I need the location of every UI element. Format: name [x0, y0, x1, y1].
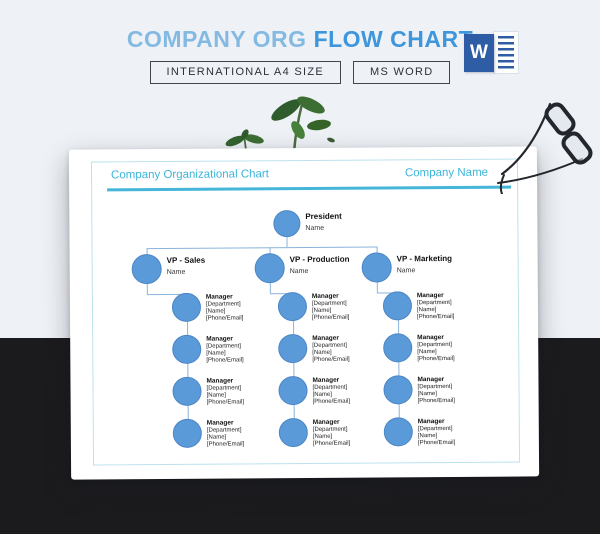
plant-image	[225, 96, 335, 152]
manager-circle	[383, 333, 413, 363]
connector-line	[286, 237, 288, 248]
manager-circle	[383, 417, 413, 447]
vp-circle	[361, 252, 392, 283]
vp-name: Name	[396, 267, 416, 275]
manager-title: Manager	[416, 292, 444, 300]
connector-line	[146, 246, 378, 250]
manager-node: Manager [Department] [Name] [Phone/Email…	[383, 333, 455, 363]
page-title-bold: FLOW CHART	[313, 26, 474, 52]
org-chart: President Name VP - Sales Name VP - Prod…	[69, 146, 539, 479]
manager-circle	[278, 375, 308, 406]
vp-circle	[131, 253, 162, 285]
manager-circle	[277, 291, 308, 322]
manager-title: Manager	[205, 293, 233, 301]
manager-node: Manager [Department] [Name] [Phone/Email…	[278, 375, 351, 406]
manager-title: Manager	[312, 418, 340, 426]
manager-contact: [Phone/Email]	[417, 397, 455, 405]
president-title: President	[305, 211, 342, 221]
manager-title: Manager	[312, 334, 339, 342]
glasses-image	[497, 102, 593, 194]
manager-node: Manager [Department] [Name] [Phone/Email…	[278, 333, 350, 364]
manager-circle	[278, 333, 308, 364]
manager-node: Manager [Department] [Name] [Phone/Email…	[172, 418, 245, 448]
vp-production-node: VP - Production Name	[254, 253, 350, 284]
badge-a4-size: INTERNATIONAL A4 SIZE	[149, 61, 341, 84]
manager-title: Manager	[206, 419, 234, 427]
connector-line	[269, 283, 271, 294]
badge-ms-word: MS WORD	[353, 61, 451, 84]
manager-title: Manager	[206, 335, 233, 343]
page-title-light: COMPANY ORG	[126, 26, 307, 52]
president-circle	[273, 210, 301, 238]
manager-node: Manager [Department] [Name] [Phone/Email…	[382, 291, 455, 321]
manager-contact: [Phone/Email]	[312, 440, 351, 447]
word-document-page	[493, 31, 519, 74]
manager-contact: [Phone/Email]	[312, 398, 351, 405]
manager-title: Manager	[417, 418, 445, 426]
manager-title: Manager	[311, 292, 339, 300]
manager-contact: [Phone/Email]	[312, 356, 350, 363]
word-w-letter: W	[464, 34, 494, 72]
manager-title: Manager	[312, 376, 340, 384]
manager-title: Manager	[206, 377, 234, 385]
manager-circle	[172, 418, 202, 448]
manager-node: Manager [Department] [Name] [Phone/Email…	[171, 292, 244, 322]
manager-contact: [Phone/Email]	[417, 313, 455, 321]
manager-circle	[172, 334, 202, 364]
ms-word-icon: W	[464, 29, 520, 76]
connector-line	[146, 284, 148, 295]
manager-contact: [Phone/Email]	[206, 399, 245, 406]
manager-contact: [Phone/Email]	[206, 315, 244, 322]
president-name: Name	[305, 224, 325, 232]
president-node: President Name	[273, 210, 342, 238]
vp-marketing-node: VP - Marketing Name	[361, 252, 453, 283]
manager-title: Manager	[417, 334, 444, 342]
manager-circle	[171, 292, 202, 322]
manager-circle	[383, 375, 413, 405]
manager-node: Manager [Department] [Name] [Phone/Email…	[172, 334, 244, 364]
vp-title: VP - Sales	[166, 255, 206, 265]
manager-contact: [Phone/Email]	[312, 314, 350, 321]
vp-name: Name	[289, 267, 309, 276]
manager-contact: [Phone/Email]	[417, 439, 456, 447]
vp-title: VP - Marketing	[396, 253, 453, 264]
manager-circle	[278, 417, 308, 448]
manager-circle	[172, 376, 202, 406]
badge-row: INTERNATIONAL A4 SIZE MS WORD	[0, 61, 600, 84]
manager-title: Manager	[417, 376, 445, 384]
vp-circle	[254, 253, 285, 284]
connector-line	[376, 282, 378, 293]
vp-title: VP - Production	[289, 254, 350, 265]
vp-sales-node: VP - Sales Name	[131, 253, 206, 285]
manager-node: Manager [Department] [Name] [Phone/Email…	[277, 291, 350, 322]
manager-circle	[382, 291, 413, 321]
manager-node: Manager [Department] [Name] [Phone/Email…	[383, 375, 455, 405]
manager-contact: [Phone/Email]	[206, 441, 245, 448]
manager-node: Manager [Department] [Name] [Phone/Email…	[172, 376, 244, 406]
manager-contact: [Phone/Email]	[206, 357, 244, 364]
manager-node: Manager [Department] [Name] [Phone/Email…	[278, 417, 351, 448]
manager-contact: [Phone/Email]	[417, 355, 455, 363]
manager-node: Manager [Department] [Name] [Phone/Email…	[383, 417, 456, 447]
vp-name: Name	[166, 268, 186, 276]
document-paper: Company Organizational Chart Company Nam…	[68, 146, 540, 480]
